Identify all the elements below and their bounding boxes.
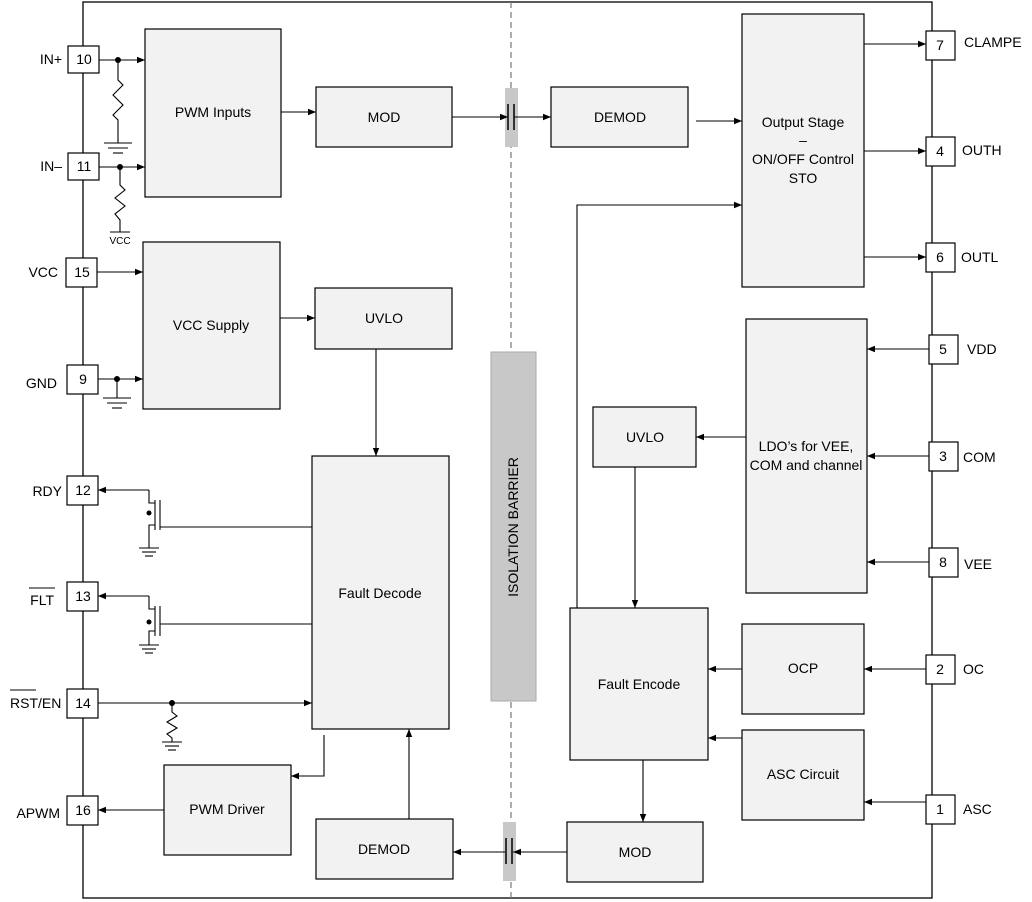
pin-outl: 6 OUTL [925, 242, 999, 273]
pin-flt-number: 13 [75, 588, 91, 604]
pin-asc-label: ASC [963, 801, 992, 817]
block-fault-encode: Fault Encode [569, 607, 709, 761]
block-output-stage: Output Stage – ON/OFF Control STO [741, 13, 865, 288]
pin-rdy-number: 12 [75, 482, 91, 498]
pin-vdd-label: VDD [967, 341, 997, 357]
block-fault-decode: Fault Decode [311, 455, 450, 730]
vcc-pullup-label: VCC [109, 236, 130, 247]
pin-gnd: 9 GND [26, 364, 99, 395]
block-uvlo-left-label: UVLO [365, 310, 403, 326]
block-asc-circuit-label: ASC Circuit [767, 766, 839, 782]
pin-in-minus-label: IN– [40, 158, 62, 174]
block-pwm-inputs-label: PWM Inputs [175, 104, 251, 120]
pin-vee-label: VEE [964, 556, 992, 572]
pin-flt: 13 FLT [29, 581, 99, 612]
pin-gnd-number: 9 [79, 371, 87, 387]
pin-rdy-label: RDY [32, 483, 62, 499]
block-asc-circuit: ASC Circuit [741, 729, 865, 821]
pin-vee: 8 VEE [928, 547, 992, 578]
pin-com: 3 COM [928, 441, 996, 472]
output-stage-line2: – [799, 132, 807, 148]
pin-gnd-label: GND [26, 375, 57, 391]
pin-in-plus-number: 10 [76, 51, 92, 67]
pin-apwm: 16 APWM [16, 795, 99, 826]
pin-asc: 1 ASC [925, 794, 992, 825]
pin-outl-label: OUTL [961, 249, 999, 265]
isolation-barrier-label: ISOLATION BARRIER [505, 457, 521, 597]
pin-outl-number: 6 [936, 249, 944, 265]
block-mod-top: MOD [315, 86, 453, 148]
pin-vdd: 5 VDD [928, 334, 997, 365]
bottom-capacitor-icon [503, 822, 516, 881]
block-uvlo-right-label: UVLO [626, 429, 664, 445]
ldo-line2: COM and channel [750, 457, 863, 473]
block-ldo: LDO’s for VEE, COM and channel [745, 318, 868, 594]
block-vcc-supply-label: VCC Supply [173, 317, 249, 333]
block-pwm-driver-label: PWM Driver [189, 801, 265, 817]
pin-clampe: 7 CLAMPE [925, 30, 1022, 61]
block-ocp-label: OCP [788, 660, 818, 676]
pin-oc-number: 2 [936, 661, 944, 677]
pin-in-minus: 11 IN– [40, 152, 100, 181]
pin-asc-number: 1 [936, 801, 944, 817]
pin-rst-en-label: RST/EN [10, 695, 61, 711]
pin-apwm-number: 16 [75, 802, 91, 818]
block-fault-decode-label: Fault Decode [338, 585, 421, 601]
block-demod-bottom-label: DEMOD [358, 841, 410, 857]
block-ocp: OCP [741, 623, 865, 715]
block-fault-encode-label: Fault Encode [598, 676, 681, 692]
block-mod-bottom: MOD [566, 821, 704, 883]
pin-in-minus-number: 11 [77, 158, 92, 174]
pin-com-number: 3 [939, 448, 947, 464]
pin-in-plus-label: IN+ [40, 51, 62, 67]
block-demod-top-label: DEMOD [594, 109, 646, 125]
pin-vcc: 15 VCC [28, 257, 98, 288]
pin-vee-number: 8 [939, 554, 947, 570]
block-demod-top: DEMOD [550, 86, 689, 148]
wires: VCC [97, 40, 929, 856]
pin-outh: 4 OUTH [925, 136, 1002, 167]
pin-clampe-number: 7 [936, 37, 944, 53]
pin-apwm-label: APWM [16, 805, 60, 821]
block-vcc-supply: VCC Supply [142, 241, 281, 410]
block-pwm-inputs: PWM Inputs [144, 28, 282, 198]
pin-rst-en-number: 14 [75, 695, 91, 711]
pin-flt-label: FLT [30, 592, 54, 608]
pin-rdy: 12 RDY [32, 475, 99, 506]
output-stage-line4: STO [789, 170, 818, 186]
block-uvlo-left: UVLO [314, 287, 453, 350]
output-stage-line1: Output Stage [762, 114, 845, 130]
block-mod-top-label: MOD [368, 109, 401, 125]
output-stage-line3: ON/OFF Control [752, 151, 854, 167]
block-demod-bottom: DEMOD [315, 818, 454, 880]
pin-vdd-number: 5 [939, 341, 947, 357]
block-uvlo-right: UVLO [592, 406, 697, 468]
block-pwm-driver: PWM Driver [163, 764, 292, 856]
pin-com-label: COM [963, 449, 996, 465]
isolation-barrier: ISOLATION BARRIER [490, 351, 537, 702]
pin-in-plus: 10 IN+ [40, 45, 100, 74]
pin-vcc-label: VCC [28, 264, 58, 280]
pin-vcc-number: 15 [74, 264, 90, 280]
pin-outh-label: OUTH [962, 142, 1002, 158]
pin-rst-en: 14 RST/EN [10, 688, 99, 719]
pin-oc: 2 OC [925, 654, 984, 685]
pin-oc-label: OC [963, 661, 984, 677]
pin-outh-number: 4 [936, 143, 944, 159]
block-mod-bottom-label: MOD [619, 844, 652, 860]
pin-clampe-label: CLAMPE [964, 34, 1022, 50]
ldo-line1: LDO’s for VEE, [759, 438, 854, 454]
